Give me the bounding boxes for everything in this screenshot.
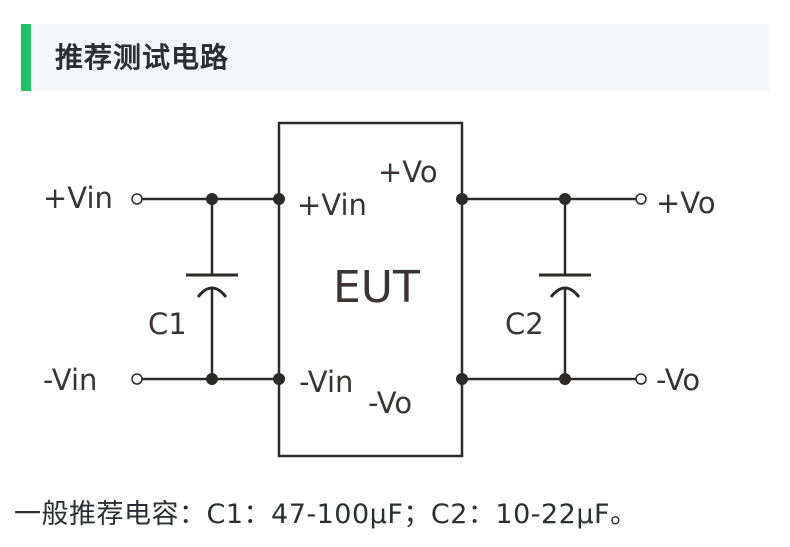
accent-bar: [21, 24, 31, 91]
c1-label: C1: [148, 307, 187, 341]
junction-dot: [206, 373, 218, 385]
section-header: 推荐测试电路: [21, 24, 769, 91]
junction-dot: [206, 193, 218, 205]
eut-pin-pos-vin: +Vin: [297, 188, 367, 222]
eut-box: [277, 121, 464, 458]
eut-pin-pos-vo: +Vo: [378, 155, 438, 189]
junction-dot: [273, 193, 285, 205]
junction-dot: [273, 373, 285, 385]
label-pos-vin: +Vin: [43, 181, 113, 215]
c2-curved-plate: [549, 286, 581, 298]
terminal-neg-out: [635, 373, 647, 385]
terminal-pos-in: [131, 193, 143, 205]
capacitor-c1-symbol: [186, 273, 238, 298]
eut-pin-neg-vin: -Vin: [299, 365, 353, 399]
junction-dot: [559, 373, 571, 385]
junction-dot: [456, 193, 468, 205]
label-neg-vin: -Vin: [43, 363, 97, 397]
label-neg-vo: -Vo: [656, 363, 700, 397]
section-title: 推荐测试电路: [55, 41, 230, 74]
junction-dot: [456, 373, 468, 385]
terminal-pos-out: [635, 193, 647, 205]
eut-pin-neg-vo: -Vo: [368, 386, 412, 420]
c2-label: C2: [505, 307, 544, 341]
label-pos-vo: +Vo: [656, 186, 716, 220]
capacitor-recommendation-note: 一般推荐电容：C1：47-100μF；C2：10-22μF。: [14, 499, 638, 530]
eut-label: EUT: [333, 262, 420, 313]
capacitor-c2-symbol: [539, 273, 591, 298]
c1-curved-plate: [196, 286, 228, 298]
terminal-neg-in: [131, 373, 143, 385]
junction-dot: [559, 193, 571, 205]
